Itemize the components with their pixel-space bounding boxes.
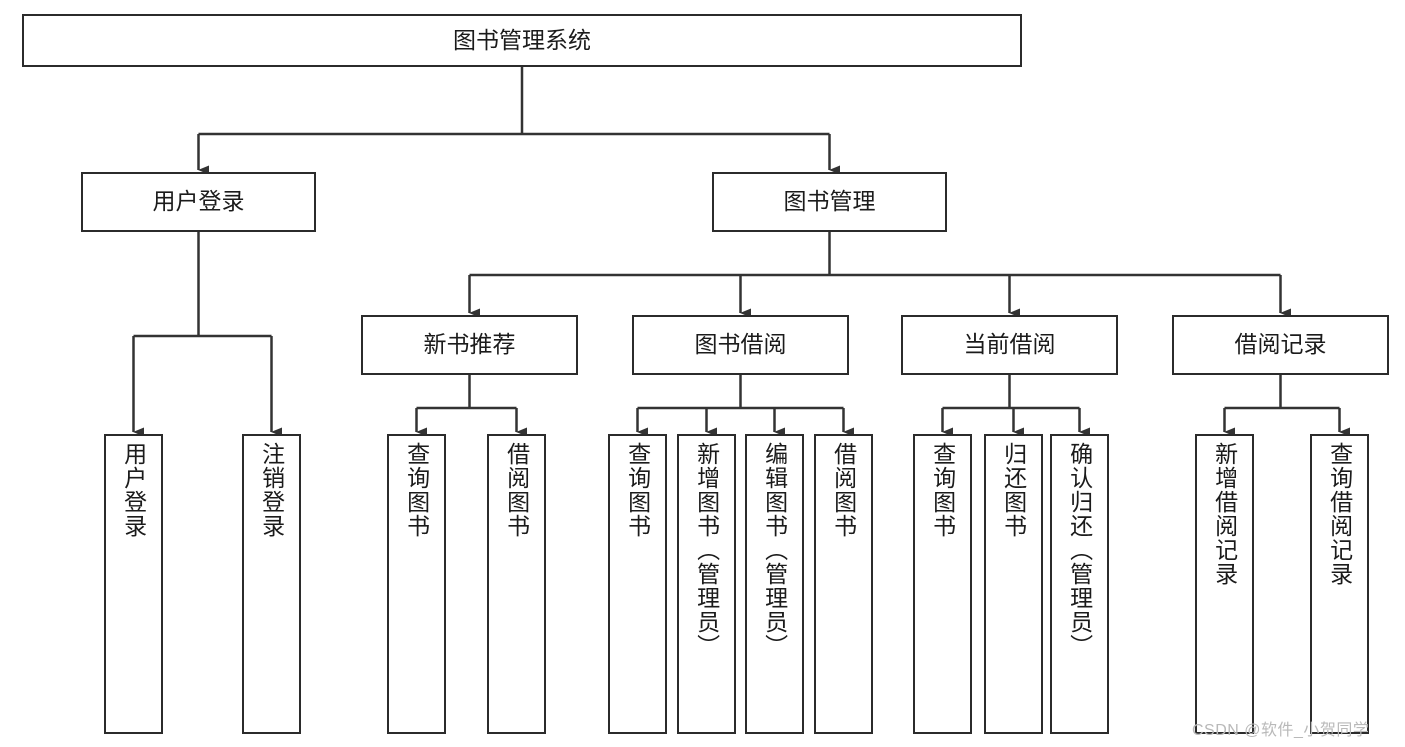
node-label: 借阅图书 xyxy=(503,442,530,538)
node-n06[interactable]: 新增图书（管理员） xyxy=(677,434,736,734)
node-l2b[interactable]: 图书管理 xyxy=(712,172,947,232)
node-label: 注销登录 xyxy=(258,442,285,538)
node-root[interactable]: 图书管理系统 xyxy=(22,14,1022,67)
node-n13[interactable]: 查询借阅记录 xyxy=(1310,434,1369,734)
node-label: 图书管理 xyxy=(783,188,876,215)
node-n03[interactable]: 查询图书 xyxy=(387,434,446,734)
node-l3a[interactable]: 新书推荐 xyxy=(361,315,578,375)
node-l2a[interactable]: 用户登录 xyxy=(81,172,316,232)
node-l3d[interactable]: 借阅记录 xyxy=(1172,315,1389,375)
node-label: 当前借阅 xyxy=(963,331,1056,358)
node-n12[interactable]: 新增借阅记录 xyxy=(1195,434,1254,734)
node-n01[interactable]: 用户登录 xyxy=(104,434,163,734)
node-label: 查询图书 xyxy=(624,442,651,538)
node-n10[interactable]: 归还图书 xyxy=(984,434,1043,734)
node-label: 归还图书 xyxy=(1000,442,1027,538)
node-l3c[interactable]: 当前借阅 xyxy=(901,315,1118,375)
node-label: 用户登录 xyxy=(152,188,245,215)
node-label: 确认归还（管理员） xyxy=(1066,442,1093,658)
node-label: 新增借阅记录 xyxy=(1211,442,1238,586)
node-l3b[interactable]: 图书借阅 xyxy=(632,315,849,375)
node-label: 查询图书 xyxy=(929,442,956,538)
node-label: 借阅记录 xyxy=(1234,331,1327,358)
node-label: 查询图书 xyxy=(403,442,430,538)
node-label: 编辑图书（管理员） xyxy=(761,442,788,658)
node-n07[interactable]: 编辑图书（管理员） xyxy=(745,434,804,734)
node-label: 用户登录 xyxy=(120,442,147,538)
node-n09[interactable]: 查询图书 xyxy=(913,434,972,734)
node-n02[interactable]: 注销登录 xyxy=(242,434,301,734)
node-label: 图书借阅 xyxy=(694,331,787,358)
node-n04[interactable]: 借阅图书 xyxy=(487,434,546,734)
node-label: 新增图书（管理员） xyxy=(693,442,720,658)
node-label: 借阅图书 xyxy=(830,442,857,538)
node-n11[interactable]: 确认归还（管理员） xyxy=(1050,434,1109,734)
node-n05[interactable]: 查询图书 xyxy=(608,434,667,734)
node-label: 新书推荐 xyxy=(423,331,516,358)
node-label: 图书管理系统 xyxy=(453,26,591,53)
node-n08[interactable]: 借阅图书 xyxy=(814,434,873,734)
node-label: 查询借阅记录 xyxy=(1326,442,1353,586)
